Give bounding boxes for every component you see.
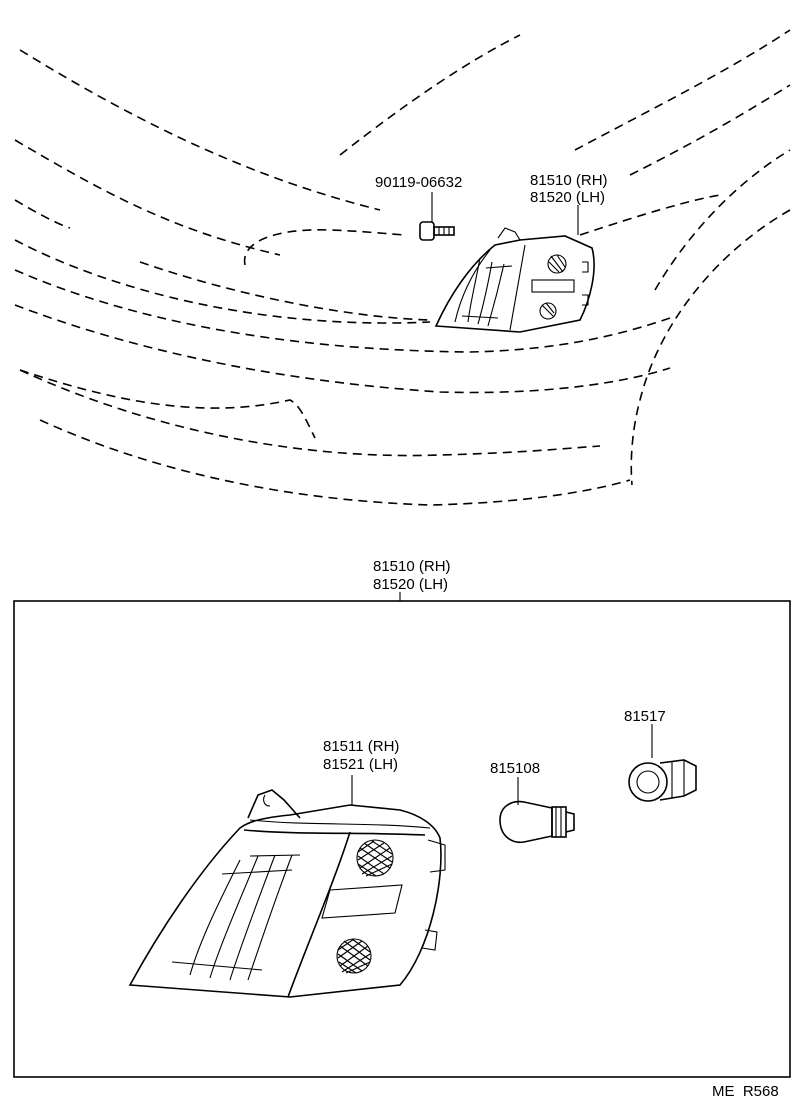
socket-icon [628,724,697,802]
assembly-top-rh-label: 81510 (RH) [530,172,608,189]
assembly-box-rh-label: 81510 (RH) [373,558,451,575]
socket-part-label: 81517 [624,708,666,725]
combination-lamp-lens-icon [128,775,446,998]
bolt-icon [419,192,455,241]
bulb-part-label: 815108 [490,760,540,777]
assembly-frame [13,600,791,1078]
assembly-box-lh-label: 81520 (LH) [373,576,448,593]
bolt-part-label: 90119-06632 [375,174,462,191]
bulb-icon [499,777,575,844]
vehicle-body-outline [14,29,791,506]
assembly-top-lh-label: 81520 (LH) [530,189,605,206]
lens-lh-label: 81521 (LH) [323,756,398,773]
reflector-grid-upper-icon [356,839,394,877]
reflector-grid-lower-icon [336,938,372,974]
footer-code: ME R568 [712,1083,779,1100]
lens-rh-label: 81511 (RH) [323,738,399,755]
combination-lamp-small-icon [434,205,595,333]
